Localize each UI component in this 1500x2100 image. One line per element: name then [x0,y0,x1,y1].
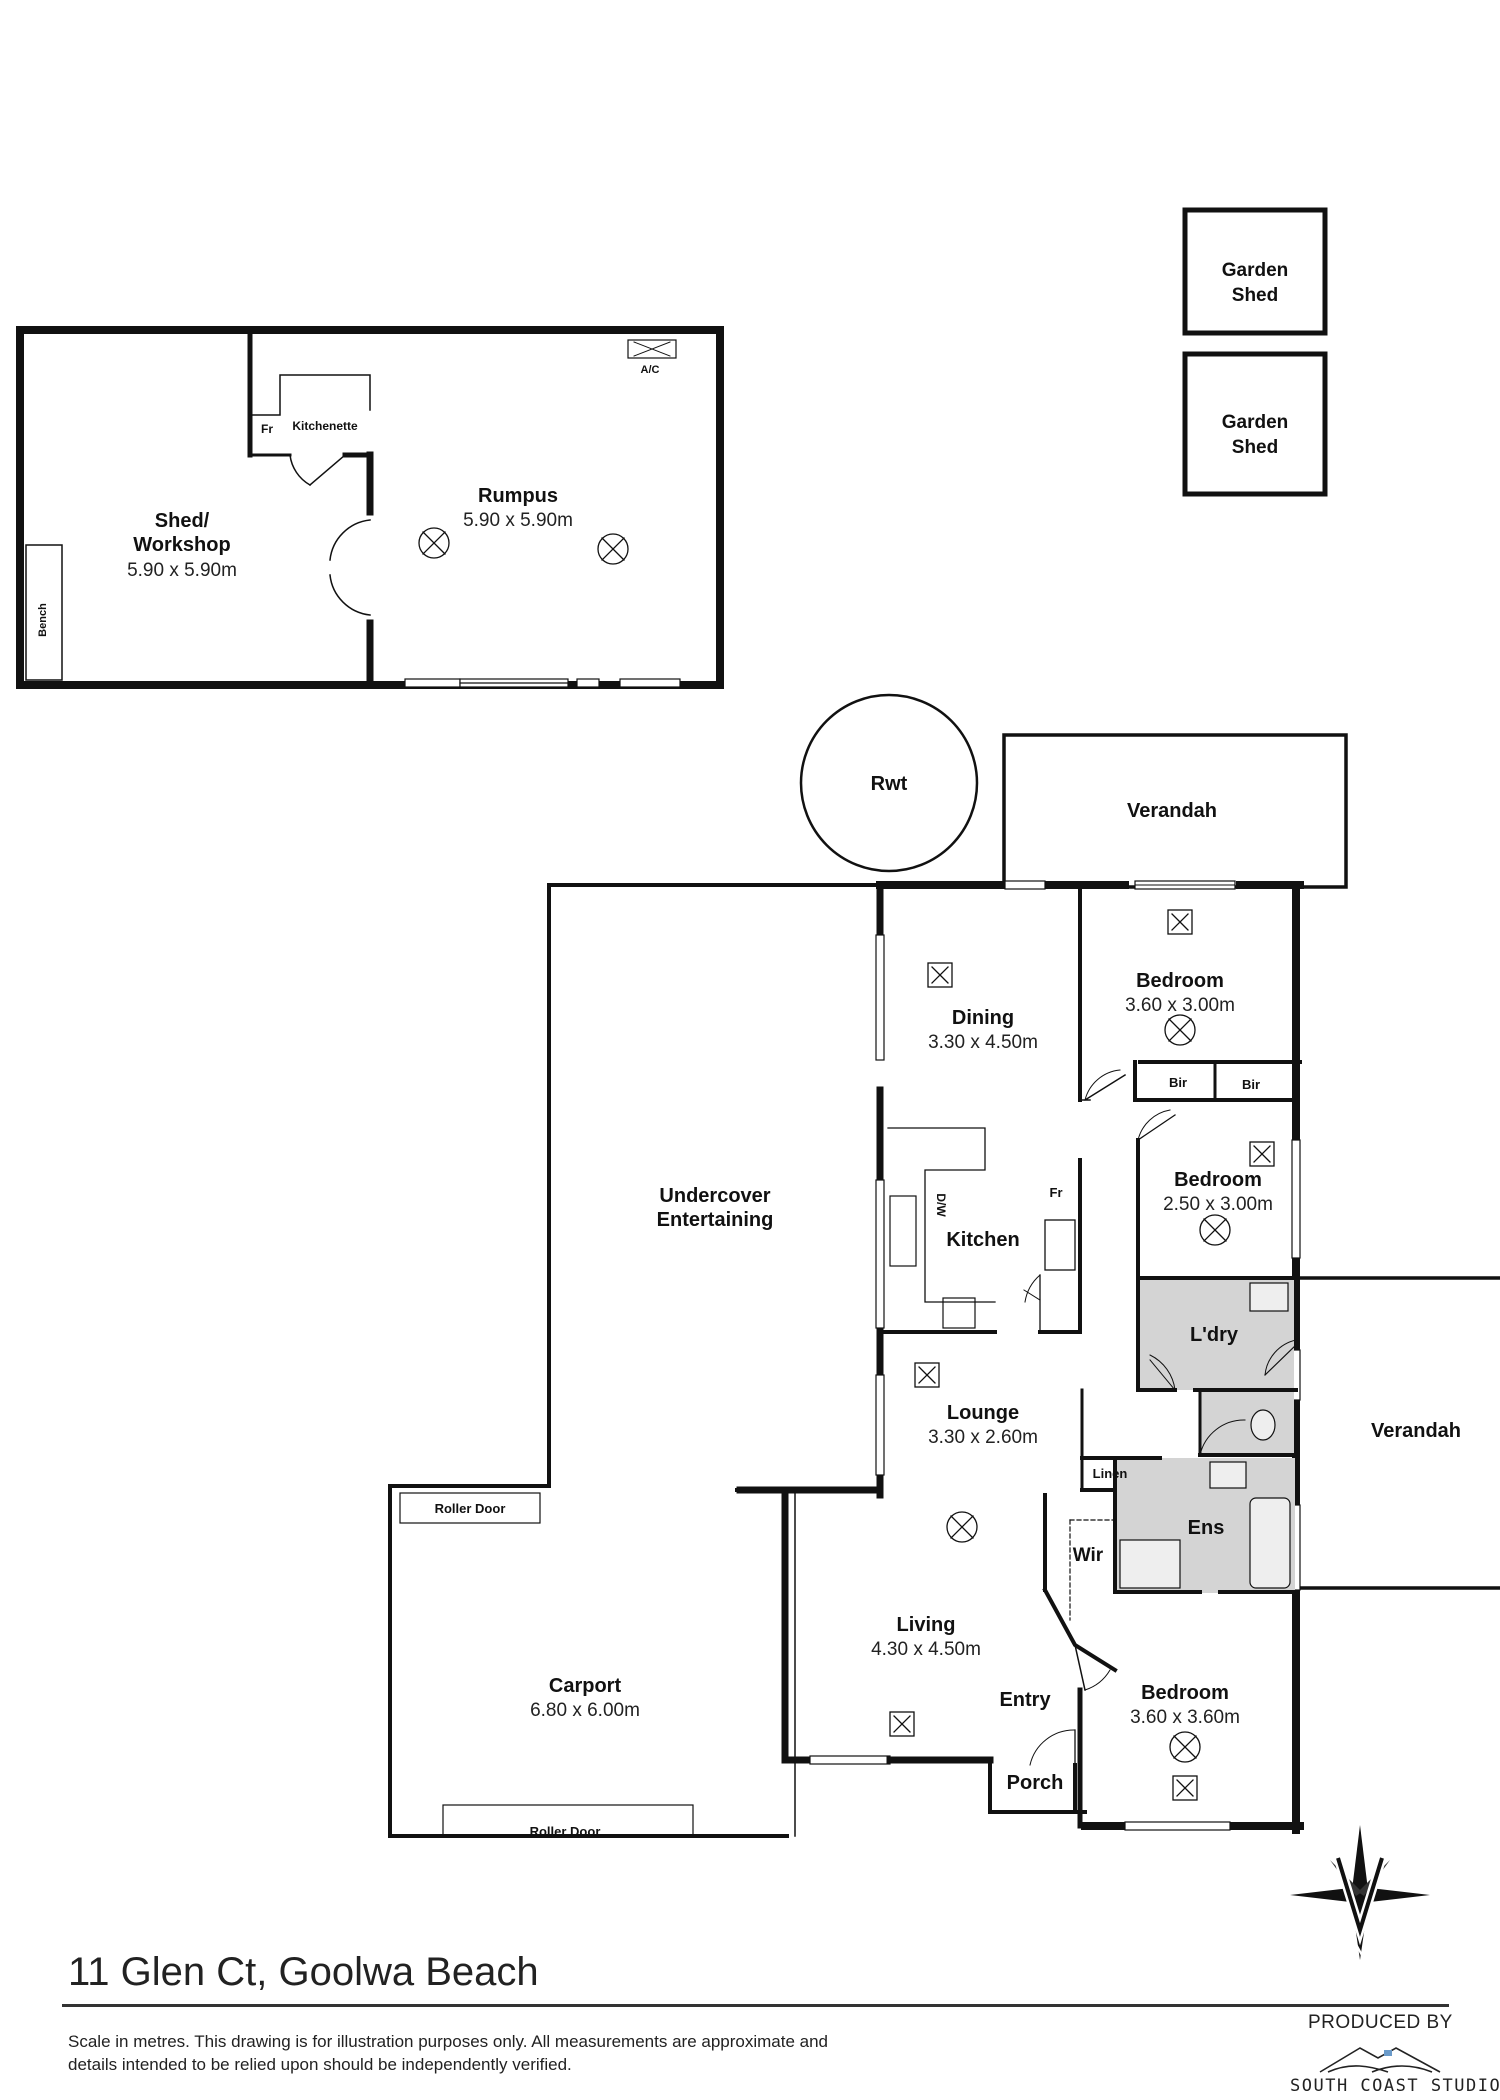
wet-areas [1080,1276,1298,1594]
verandah-right [1298,1276,1500,1590]
dishwasher-label: D/W [934,1193,948,1217]
porch-label: Porch [1007,1772,1064,1794]
dining-dim: 3.30 x 4.50m [928,1032,1038,1053]
compass-letter: N [1354,1942,1367,1962]
shed-workshop-dim: 5.90 x 5.90m [127,560,237,581]
kitchen-label: Kitchen [946,1229,1019,1251]
bedroom-3-dim: 3.60 x 3.60m [1130,1707,1240,1728]
light-fixtures [418,527,1275,1801]
rumpus-dim: 5.90 x 5.90m [463,510,573,531]
verandah-right-label: Verandah [1371,1420,1461,1442]
bir-2-label: Bir [1242,1077,1260,1092]
wir-entry [1029,1493,1118,1829]
wir-label: Wir [1073,1545,1104,1566]
bedroom-1-label: Bedroom [1136,970,1224,992]
north-compass-icon: N [1290,1825,1430,1962]
shed-workshop-label-1: Shed/ [155,510,210,532]
laundry-label: L'dry [1190,1324,1239,1346]
kitchen-fridge-label: Fr [1050,1185,1063,1200]
verandah-top-label: Verandah [1127,800,1217,822]
bedroom-3-label: Bedroom [1141,1682,1229,1704]
lounge-dim: 3.30 x 2.60m [928,1427,1038,1448]
shed-workshop-label-2: Workshop [133,534,230,556]
undercover-label-2: Entertaining [657,1209,774,1231]
garden-sheds [1182,207,1328,497]
linen-label: Linen [1093,1466,1128,1481]
kitchenette-label: Kitchenette [292,419,358,433]
roller-door-top-label: Roller Door [435,1501,506,1516]
kitchenette-fridge-label: Fr [261,422,273,436]
garden-shed-2-line2: Shed [1232,437,1278,458]
lounge-label: Lounge [947,1402,1019,1424]
footer-divider [62,2004,1449,2007]
dining-label: Dining [952,1007,1014,1029]
house-walls [736,880,1304,1834]
outdoor-areas [388,883,882,1838]
bedroom-2-dim: 2.50 x 3.00m [1163,1194,1273,1215]
entry-label: Entry [999,1689,1051,1711]
living-label: Living [897,1614,956,1636]
bir-1-label: Bir [1169,1075,1187,1090]
produced-by-label: PRODUCED BY [1308,2012,1453,2033]
garden-shed-2-line1: Garden [1222,412,1289,433]
disclaimer-text: Scale in metres. This drawing is for ill… [68,2032,829,2074]
property-address: 11 Glen Ct, Goolwa Beach [68,1950,539,1994]
outbuilding [16,326,724,689]
brand-name: SOUTH COAST STUDIOS [1290,2076,1500,2096]
rumpus-label: Rumpus [478,485,558,507]
rainwater-tank [799,693,979,873]
brand-logo-icon [1319,2047,1441,2073]
living-dim: 4.30 x 4.50m [871,1639,981,1660]
roller-door-bottom-label: Roller Door [530,1824,601,1839]
carport-dim: 6.80 x 6.00m [530,1700,640,1721]
ac-label: A/C [641,364,660,376]
rwt-label: Rwt [871,773,908,795]
undercover-label-1: Undercover [659,1185,770,1207]
garden-shed-1-line1: Garden [1222,260,1289,281]
bench-label: Bench [37,603,49,637]
ens-label: Ens [1188,1517,1225,1539]
carport-label: Carport [549,1675,622,1697]
bedroom-1-dim: 3.60 x 3.00m [1125,995,1235,1016]
bedroom-2-label: Bedroom [1174,1169,1262,1191]
garden-shed-1-line2: Shed [1232,285,1278,306]
